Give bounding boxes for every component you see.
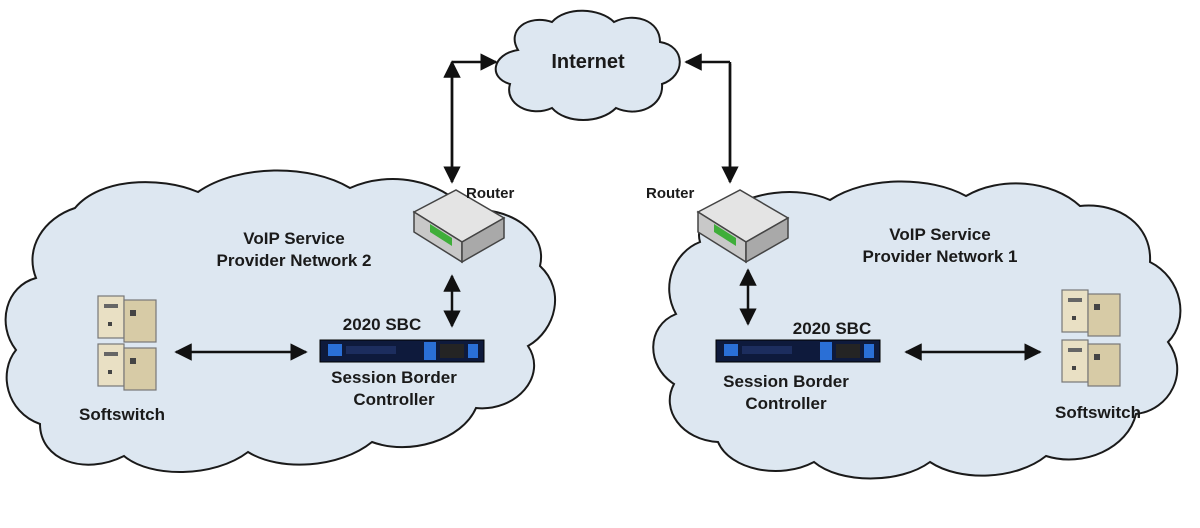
left-network-cloud (4, 169, 556, 473)
right-sbc-desc-line2: Controller (745, 394, 827, 413)
right-sbc-label: 2020 SBC (793, 319, 871, 338)
internet-cloud (494, 9, 681, 121)
left-network-name-line2: Provider Network 2 (217, 251, 372, 270)
right-sbc-desc-line1: Session Border (723, 372, 849, 391)
left-router-icon (412, 189, 506, 264)
right-network-name-line2: Provider Network 1 (863, 247, 1018, 266)
right-softswitch-icon (1061, 289, 1121, 387)
right-softswitch-label: Softswitch (1055, 403, 1141, 422)
left-router-label: Router (466, 185, 514, 202)
left-softswitch-label: Softswitch (79, 405, 165, 424)
left-softswitch-icon (97, 295, 157, 391)
right-sbc-device (715, 339, 881, 363)
right-network-cloud (652, 180, 1182, 480)
left-network-name-line1: VoIP Service (243, 229, 344, 248)
left-sbc-desc-line1: Session Border (331, 368, 457, 387)
right-router-icon (696, 189, 790, 264)
left-sbc-device (319, 339, 485, 363)
left-sbc-desc-line2: Controller (353, 390, 435, 409)
internet-label: Internet (551, 51, 625, 73)
right-router-label: Router (646, 185, 694, 202)
left-sbc-label: 2020 SBC (343, 315, 421, 334)
right-network-name-line1: VoIP Service (889, 225, 990, 244)
